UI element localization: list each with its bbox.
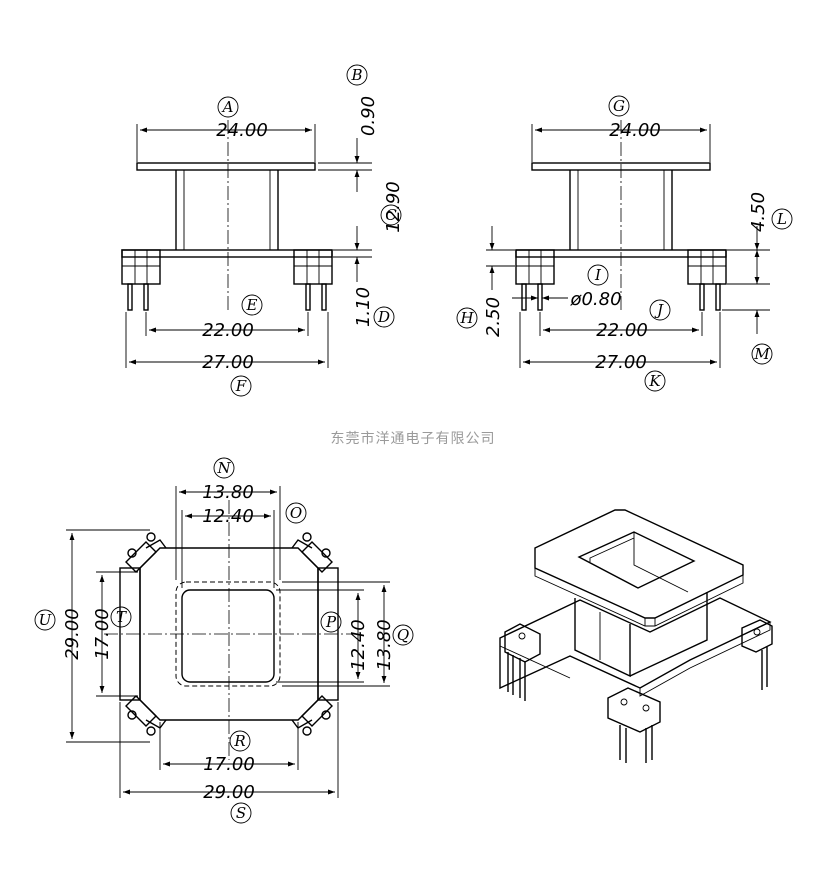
label-u: U — [39, 611, 53, 629]
dim-o-value: 12.40 — [202, 506, 254, 527]
dim-s-value: 29.00 — [203, 782, 255, 803]
label-h: H — [459, 309, 474, 327]
dim-g-value: 24.00 — [609, 120, 661, 141]
dim-d-value: 1.10 — [353, 287, 374, 327]
label-o: O — [290, 504, 302, 522]
iso-base-plate — [499, 597, 772, 690]
dim-e-value: 22.00 — [202, 320, 254, 341]
label-p: P — [325, 613, 337, 631]
dim-n-value: 13.80 — [202, 482, 254, 503]
dim-h-value: 2.50 — [483, 297, 504, 337]
dim-r-value: 17.00 — [203, 754, 255, 775]
label-f: F — [235, 377, 247, 395]
corner-tab-tr — [291, 532, 333, 573]
dim-i-value: ø0.80 — [569, 289, 621, 310]
label-j: J — [654, 301, 664, 319]
dim-l-value: 4.50 — [748, 192, 769, 232]
label-r: R — [233, 732, 245, 750]
corner-tab-tl — [125, 532, 167, 573]
front-view: 24.00 A 0.90 B 12.90 C 1.10 D 22.00 E 27… — [121, 64, 404, 397]
label-k: K — [648, 372, 661, 390]
dim-u-value: 29.00 — [62, 608, 83, 660]
label-a: A — [221, 98, 234, 116]
label-g: G — [613, 97, 625, 115]
watermark-text: 东莞市洋通电子有限公司 — [331, 430, 496, 447]
label-c: C — [385, 206, 397, 224]
side-view: 24.00 G 2.50 H ø0.80 I 22.00 J 27.00 K — [456, 95, 793, 392]
dim-a-value: 24.00 — [216, 120, 268, 141]
iso-front-pin-block — [607, 687, 661, 733]
label-m: M — [753, 345, 770, 363]
dim-k-value: 27.00 — [595, 352, 647, 373]
dim-f-value: 27.00 — [202, 352, 254, 373]
label-l: L — [776, 210, 787, 228]
isometric-view — [499, 509, 773, 763]
dim-p-value: 12.40 — [348, 619, 369, 671]
top-view: 13.80 N 12.40 O 12.40 P 13.80 Q 17.00 R — [34, 457, 414, 824]
label-t: T — [116, 608, 127, 626]
label-e: E — [246, 296, 258, 314]
label-d: D — [377, 308, 390, 326]
dim-j-value: 22.00 — [596, 320, 648, 341]
top-flange — [136, 162, 316, 171]
dim-b-value: 0.90 — [358, 96, 379, 136]
base-plate — [121, 249, 333, 258]
iso-window — [577, 531, 696, 589]
dim-q-value: 13.80 — [374, 619, 395, 671]
label-q: Q — [397, 626, 409, 644]
label-s: S — [236, 804, 246, 822]
label-b: B — [350, 66, 362, 84]
label-n: N — [216, 459, 231, 477]
label-i: I — [594, 266, 602, 284]
dim-c-value: 12.90 — [383, 181, 404, 233]
dim-t-value: 17.00 — [92, 608, 113, 660]
